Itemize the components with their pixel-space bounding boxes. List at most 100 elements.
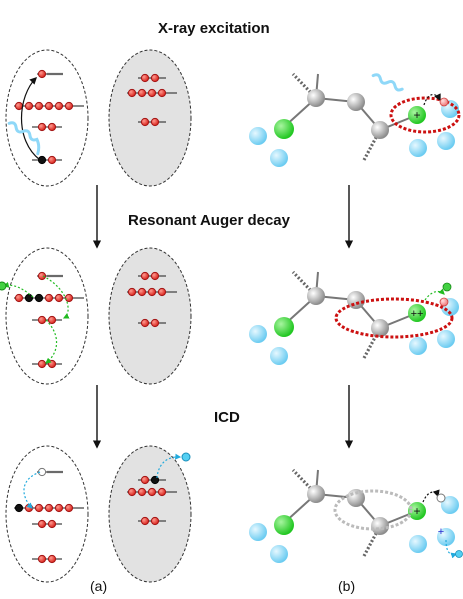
xray-photon-wave-a — [7, 121, 41, 156]
neighbor-level-electron — [140, 318, 150, 328]
neighbor-level-electron — [147, 88, 157, 98]
charge-label: + — [413, 504, 420, 518]
neighbor-charge-label: + — [438, 526, 444, 538]
core-level-electron — [47, 554, 57, 564]
core-level-electron — [37, 359, 47, 369]
neighbor-level-electron — [150, 73, 160, 83]
panel-b: +++++ — [249, 72, 463, 563]
xray-photon-wave-b — [371, 73, 404, 92]
neighbor-level-electron — [150, 475, 160, 485]
molecule-stage-excitation: + — [249, 72, 461, 167]
inner-valence-level-electron — [37, 315, 47, 325]
icd-emission-arrow-b — [445, 539, 458, 559]
excited-electron — [439, 297, 449, 307]
auger-emission-arrow-b — [424, 288, 445, 301]
excited-level-electron — [37, 271, 47, 281]
core-level-electron — [47, 359, 57, 369]
neighbor-level-electron — [140, 516, 150, 526]
neighbor-level-electron — [157, 487, 167, 497]
solvent-molecule — [437, 528, 455, 546]
neighbor-level-electron — [127, 88, 137, 98]
auger-electron-emitted — [0, 281, 7, 291]
valence-level-electron — [24, 293, 34, 303]
ionized-atom — [408, 106, 426, 124]
stage-title-resonant-auger: Resonant Auger decay — [128, 212, 290, 229]
solvent-molecule — [441, 496, 459, 514]
inner-valence-level-electron — [37, 519, 47, 529]
auger-relax-arrow — [45, 319, 58, 364]
excited-level-electron — [37, 69, 47, 79]
solvent-molecule — [409, 139, 427, 157]
excitation-arrow — [21, 76, 41, 161]
stage-title-xray-excitation: X-ray excitation — [158, 20, 270, 37]
charge-label: ++ — [411, 308, 424, 320]
neighbor-level-electron — [150, 516, 160, 526]
excited-electron — [439, 97, 449, 107]
charge-spread-ring — [333, 489, 413, 531]
ionized-atom — [408, 502, 426, 520]
site-a-outline-row3 — [5, 445, 89, 583]
neighbor-site-row1 — [108, 49, 192, 187]
core-level-electron — [37, 155, 47, 165]
orbital-levels — [14, 69, 177, 564]
valence-level-electron — [44, 101, 54, 111]
carbon-atom — [347, 93, 365, 111]
nitrogen-atom — [274, 119, 294, 139]
icd-emission-arrow — [156, 453, 182, 479]
charge-localization-ring — [389, 96, 461, 134]
valence-level-electron — [64, 293, 74, 303]
carbon-atom — [307, 89, 325, 107]
valence-level-electron — [34, 101, 44, 111]
carbon-atom — [371, 319, 389, 337]
neighbor-level-electron — [147, 487, 157, 497]
transition-arrows — [92, 185, 354, 449]
valence-level-electron — [34, 503, 44, 513]
relaxation-arrow — [422, 489, 440, 503]
solvent-molecule — [437, 132, 455, 150]
core-level-electron — [37, 554, 47, 564]
valence-level-electron — [24, 101, 34, 111]
neighbor-level-electron — [147, 287, 157, 297]
ionized-atom — [408, 304, 426, 322]
auger-electron-emitted-b — [442, 282, 452, 292]
neighbor-level-electron — [127, 287, 137, 297]
inner-valence-level-electron — [47, 315, 57, 325]
excited-electron-arrow — [423, 93, 441, 106]
stage-title-icd: ICD — [214, 409, 240, 426]
neighbor-site-row3 — [108, 445, 192, 583]
valence-level-electron — [14, 101, 24, 111]
inner-valence-level-electron — [47, 519, 57, 529]
valence-level-electron — [54, 101, 64, 111]
solvent-molecule — [249, 127, 267, 145]
solvent-molecule — [249, 325, 267, 343]
neighbor-level-electron — [137, 88, 147, 98]
neighbor-level-electron — [127, 487, 137, 497]
charge-label: + — [413, 108, 420, 122]
solvent-molecule — [249, 523, 267, 541]
valence-level-electron — [44, 503, 54, 513]
carbon-atom — [307, 287, 325, 305]
neighbor-level-electron — [137, 287, 147, 297]
site-a-outline-row2 — [5, 247, 89, 385]
site-a-outline-row1 — [5, 49, 89, 187]
valence-level-electron — [54, 293, 64, 303]
molecule-stage-auger: ++ — [249, 270, 459, 365]
solvent-molecule — [409, 535, 427, 553]
carbon-atom — [371, 121, 389, 139]
neighbor-level-electron — [150, 318, 160, 328]
neighbor-level-electron — [157, 287, 167, 297]
carbon-atom — [307, 485, 325, 503]
icd-electron-emitted-b — [455, 550, 463, 558]
valence-level-electron — [64, 101, 74, 111]
valence-level-electron — [34, 293, 44, 303]
panel-a — [0, 49, 192, 583]
valence-level-electron — [14, 293, 24, 303]
inner-valence-level-electron — [47, 122, 57, 132]
solvent-molecule — [270, 347, 288, 365]
icd-fill-arrow — [23, 471, 41, 509]
carbon-atom — [371, 517, 389, 535]
inner-valence-level-electron — [37, 122, 47, 132]
neighbor-level-electron — [150, 271, 160, 281]
molecule-stage-icd: ++ — [249, 468, 463, 563]
